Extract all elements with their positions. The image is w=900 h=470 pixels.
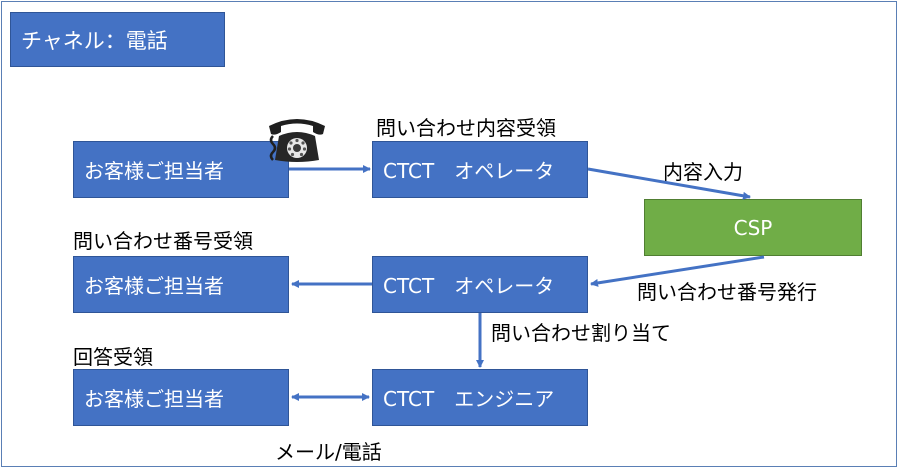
channel-title: チャネル：電話 [10,12,225,67]
label-mail-phone: メール/電話 [275,440,382,464]
operator-box-2: CTCT オペレータ [372,256,588,313]
label-ticket-number-received: 問い合わせ番号受領 [73,229,253,253]
engineer-box: CTCT エンジニア [372,369,588,426]
label-inquiry-assigned: 問い合わせ割り当て [491,321,671,345]
label-answer-received: 回答受領 [73,345,153,369]
telephone-icon [263,112,331,168]
label-inquiry-received: 問い合わせ内容受領 [376,116,556,140]
arrow-operator-to-csp [587,167,751,200]
csp-box: CSP [644,199,862,256]
customer-box-1: お客様ご担当者 [73,141,289,198]
operator-box-1: CTCT オペレータ [372,141,588,198]
arrow-csp-to-operator [590,255,765,287]
customer-box-3: お客様ご担当者 [73,369,289,426]
label-content-input: 内容入力 [663,160,743,184]
label-ticket-number-issued: 問い合わせ番号発行 [637,280,817,304]
customer-box-2: お客様ご担当者 [73,256,289,313]
